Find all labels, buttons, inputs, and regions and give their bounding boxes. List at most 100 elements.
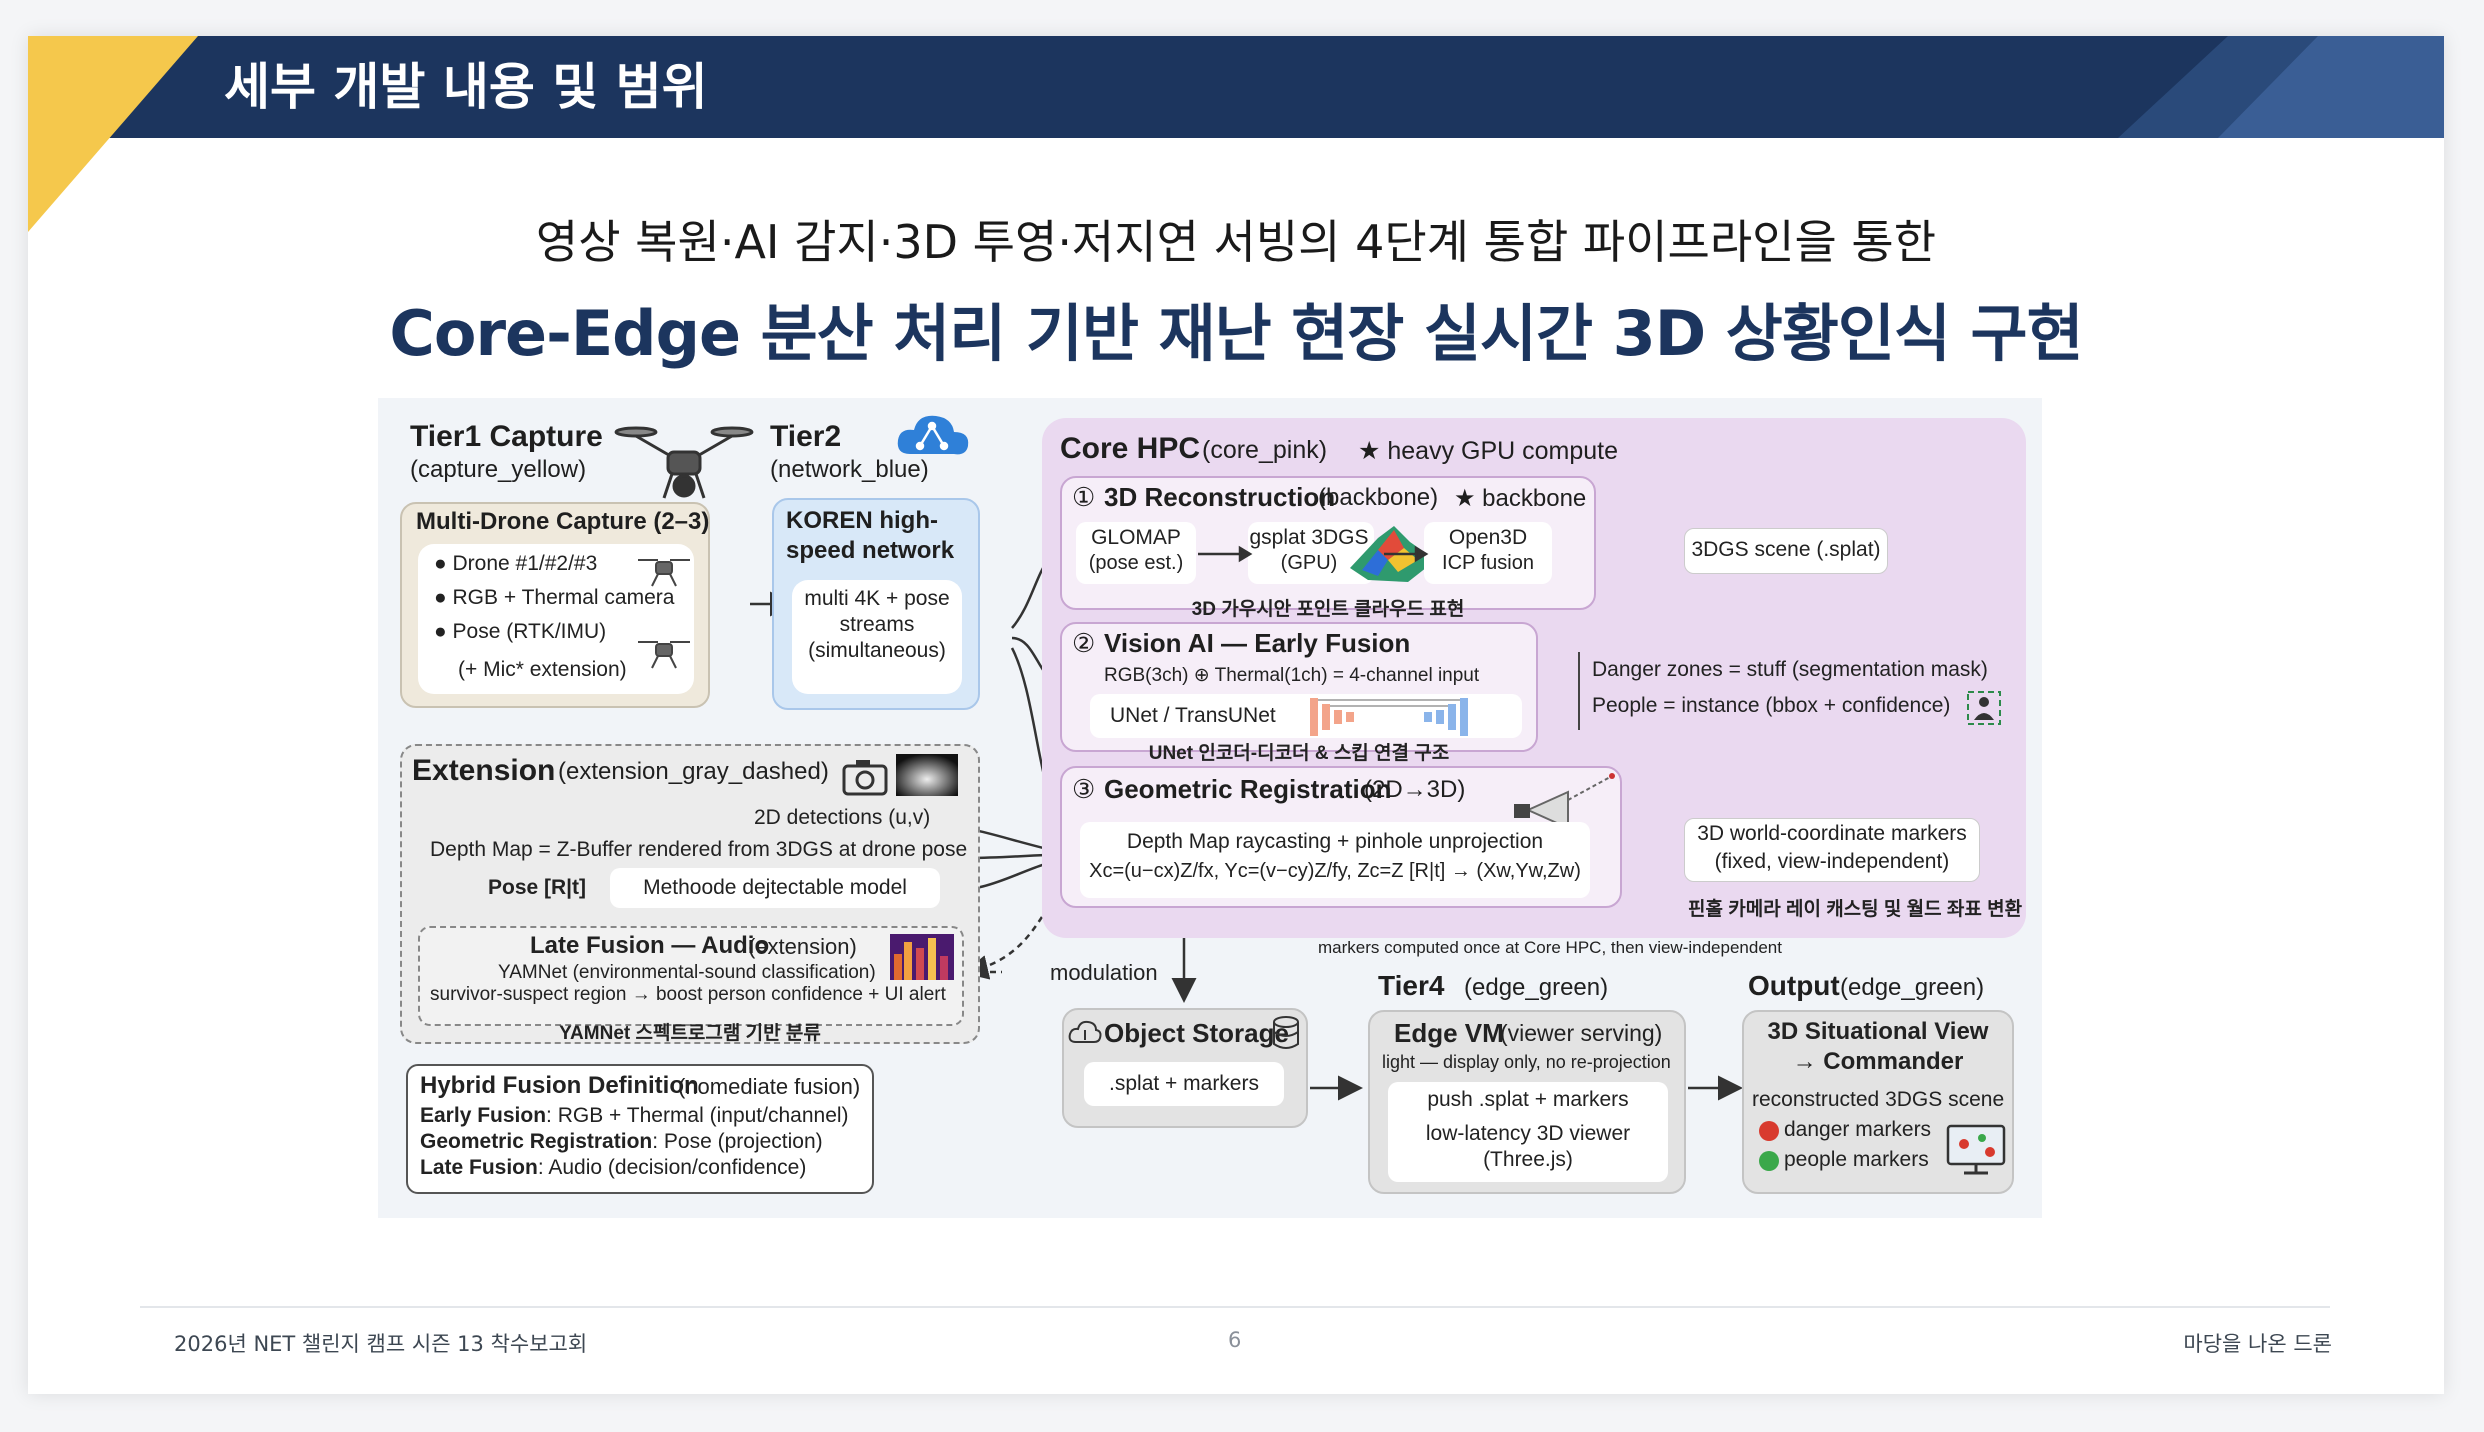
depth-map-thumbnail <box>896 754 958 796</box>
world-markers-sub: (fixed, view-independent) <box>1714 850 1950 873</box>
header-bar <box>28 36 2444 138</box>
corner-accent-shape <box>28 36 198 232</box>
edge-vm-body-panel <box>1388 1082 1668 1182</box>
edge-vm-note: light — display only, no re-projection <box>1382 1052 1671 1072</box>
gsplat-box <box>1248 522 1374 584</box>
output-body: reconstructed 3DGS scene <box>1752 1088 2005 1111</box>
late-fusion-line1: YAMNet (environmental-sound classificati… <box>498 962 876 983</box>
step3-tag: (2D→3D) <box>1364 776 1466 803</box>
people-output: People = instance (bbox + confidence) <box>1592 694 1951 717</box>
edge-vm-body3: (Three.js) <box>1483 1148 1573 1171</box>
step2-output-box <box>1578 652 2002 730</box>
camera-icon <box>842 760 888 796</box>
core-hpc-star: ★ heavy GPU compute <box>1358 437 1619 465</box>
output-title: Output <box>1748 970 1840 1001</box>
tier4-tag: (edge_green) <box>1464 974 1609 1001</box>
tier4-title: Tier4 <box>1378 970 1445 1001</box>
modulation-label: modulation <box>1050 960 1158 985</box>
people-markers-label: people markers <box>1784 1148 1929 1171</box>
step3-num: ③ <box>1072 774 1096 804</box>
core-hpc-tag: (core_pink) <box>1202 436 1328 464</box>
world-markers-box <box>1684 818 1980 882</box>
object-storage-title: Object Storage <box>1104 1018 1289 1048</box>
drone-icon <box>614 426 754 499</box>
late-fusion-line2: survivor-suspect region → boost person c… <box>430 984 946 1005</box>
tier1-items-panel <box>418 544 694 694</box>
pipeline-diagram: Tier1 Capture (capture_yellow) Multi-Dro… <box>378 398 2042 1218</box>
tier1-item: ● Drone #1/#2/#3 <box>434 552 598 575</box>
detections-label: 2D detections (u,v) <box>754 806 931 829</box>
people-marker-dot <box>1759 1151 1779 1171</box>
detect-model-box <box>610 868 940 908</box>
page-number: 6 <box>1228 1328 1242 1352</box>
step1-num: ① <box>1072 482 1096 512</box>
tier1-item: ● RGB + Thermal camera <box>434 586 675 609</box>
cloud-upload-icon <box>1068 1020 1102 1043</box>
tier2-body-panel <box>792 580 962 694</box>
small-drone-icon <box>638 641 690 669</box>
gsplat-label: gsplat 3DGS <box>1249 526 1369 549</box>
step3-title: Geometric Registration <box>1104 774 1392 804</box>
step1-caption: 3D 가우시안 포인트 클라우드 표현 <box>1191 599 1465 620</box>
glomap-label: GLOMAP <box>1091 526 1181 549</box>
output-box-title1: 3D Situational View <box>1767 1018 1989 1045</box>
danger-markers-label: danger markers <box>1784 1118 1932 1141</box>
step1-tag: (backbone) <box>1318 484 1439 511</box>
step1-star: ★ backbone <box>1454 485 1587 512</box>
step2-caption: UNet 인코더-디코더 & 스킵 연결 구조 <box>1148 743 1450 764</box>
hybrid-line: Late Fusion: Audio (decision/confidence) <box>420 1156 807 1179</box>
edge-vm-body1: push .splat + markers <box>1427 1088 1629 1111</box>
unprojection-box <box>1080 822 1590 898</box>
hybrid-line: Early Fusion: RGB + Thermal (input/chann… <box>420 1104 849 1127</box>
tier2-title: Tier2 <box>770 420 842 453</box>
tier2-tag: (network_blue) <box>770 456 929 483</box>
extension-tag: (extension_gray_dashed) <box>558 758 829 785</box>
tier2-body: multi 4K + pose streams (simultaneous) <box>804 587 950 662</box>
step2-input: RGB(3ch) ⊕ Thermal(1ch) = 4-channel inpu… <box>1104 665 1480 686</box>
page-title: 세부 개발 내용 및 범위 <box>224 58 708 116</box>
gsplat-sub: (GPU) <box>1280 552 1338 574</box>
depth-map-label: Depth Map = Z-Buffer rendered from 3DGS … <box>430 838 968 861</box>
tier2-box-title: KOREN high-speed network <box>786 507 955 564</box>
danger-marker-dot <box>1759 1121 1779 1141</box>
late-fusion-box <box>418 926 964 1026</box>
late-fusion-title: Late Fusion — Audio <box>530 932 770 959</box>
storage-body-panel <box>1084 1062 1284 1106</box>
unet-label: UNet / TransUNet <box>1110 704 1276 727</box>
late-fusion-caption: YAMNet 스펙트로그램 기반 분류 <box>559 1023 821 1044</box>
tier1-box-title: Multi-Drone Capture (2–3) <box>416 508 710 535</box>
footer-divider <box>140 1306 2330 1308</box>
small-drone-icon <box>638 559 690 587</box>
splat-output-box <box>1684 528 1888 574</box>
late-fusion-tag: (extension) <box>748 934 857 959</box>
database-icon <box>1273 1016 1299 1049</box>
unprojection-line1: Depth Map raycasting + pinhole unproject… <box>1126 830 1544 853</box>
edge-vm-body2: low-latency 3D viewer <box>1425 1122 1631 1145</box>
step2-title: Vision AI — Early Fusion <box>1104 628 1411 658</box>
spectrogram-thumbnail <box>890 934 954 980</box>
hybrid-definition-box <box>406 1064 874 1194</box>
monitor-icon <box>1946 1124 2006 1175</box>
subtitle-line1: 영상 복원·AI 감지·3D 투영·저지연 서빙의 4단계 통합 파이프라인을 … <box>535 215 1937 269</box>
open3d-box <box>1424 522 1552 584</box>
step1-title: 3D Reconstruction <box>1104 482 1336 512</box>
footer-right: 마당을 나온 드론 <box>2183 1332 2332 1356</box>
tier1-item: ● Pose (RTK/IMU) <box>434 620 607 643</box>
step1-inner-arrows <box>1198 545 1429 563</box>
edge-vm-tag: (viewer serving) <box>1500 1020 1663 1046</box>
hybrid-tag: (nomediate fusion) <box>678 1074 861 1099</box>
output-box-title2: → Commander <box>1792 1048 1964 1075</box>
output-tag: (edge_green) <box>1840 974 1985 1001</box>
tier1-title: Tier1 Capture <box>410 420 603 453</box>
storage-body: .splat + markers <box>1109 1072 1259 1095</box>
header-stripes-shape <box>2118 36 2444 138</box>
detect-model-label: Methoode dejtectable model <box>643 876 907 899</box>
output-box <box>1742 1010 2014 1194</box>
open3d-sub: ICP fusion <box>1442 552 1534 574</box>
glomap-box <box>1076 522 1196 584</box>
step3-caption: 핀홀 카메라 레이 캐스팅 및 월드 좌표 변환 <box>1688 899 2023 920</box>
person-detect-icon <box>1967 691 2001 725</box>
edge-vm-title: Edge VM <box>1394 1018 1504 1048</box>
splat-output-label: 3DGS scene (.splat) <box>1691 538 1881 561</box>
markers-note: markers computed once at Core HPC, then … <box>1318 938 1782 957</box>
